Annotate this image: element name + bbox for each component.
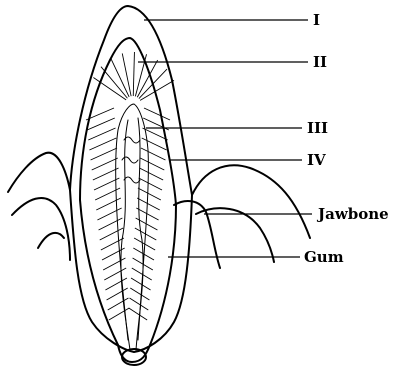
label-gum: Gum <box>304 248 344 266</box>
dentin-hatch-line-4 <box>133 52 134 96</box>
dentin-hatch-line-12 <box>89 138 116 150</box>
dentin-hatch-line-49 <box>130 298 149 310</box>
dentin-hatch-line-15 <box>93 168 119 180</box>
dentin-hatch-line-39 <box>137 198 160 210</box>
dentin-hatch-line-34 <box>141 148 165 160</box>
dentin-hatch-line-30 <box>144 108 170 120</box>
gum-around-root <box>70 190 192 352</box>
dentin-hatch-line-27 <box>107 288 128 300</box>
label-III: III <box>307 119 328 137</box>
dentin-hatch-line-24 <box>103 258 125 270</box>
dentin-hatch-line-10 <box>87 118 115 130</box>
gum-right-inner <box>174 201 220 268</box>
dentin-hatch-line-29 <box>109 308 129 320</box>
dentin-hatch-line-21 <box>100 228 123 240</box>
dentin-hatching <box>86 52 174 320</box>
dentin-hatch-line-7 <box>101 67 127 99</box>
dentin-hatch-line-33 <box>142 138 167 150</box>
dentin-hatch-line-13 <box>91 148 117 160</box>
dentin-hatch-line-28 <box>108 298 129 310</box>
label-IV: IV <box>307 151 326 169</box>
dentin-hatch-line-35 <box>140 158 164 170</box>
dentin-hatch-line-47 <box>131 278 151 290</box>
dentin-hatch-line-37 <box>139 178 162 190</box>
dentin-hatch-line-38 <box>138 188 161 200</box>
dentin-hatch-line-5 <box>122 53 131 96</box>
dentin-hatch-line-19 <box>97 208 121 220</box>
dentin-hatch-line-11 <box>88 128 115 140</box>
label-jawbone: Jawbone <box>316 205 389 223</box>
pulp-nerve-2 <box>136 118 143 350</box>
dentin-hatch-line-14 <box>92 158 118 170</box>
pulp-nerve-1 <box>121 120 130 350</box>
enamel-outline <box>70 6 192 195</box>
jawbone-left <box>38 233 64 248</box>
dentin-hatch-line-25 <box>104 268 126 280</box>
dentin-hatch-line-22 <box>101 238 124 250</box>
gum-left-inner <box>12 198 70 260</box>
gum-left-outline <box>8 153 70 192</box>
dentin-hatch-line-46 <box>132 268 152 280</box>
label-I: I <box>313 11 320 29</box>
dentin-hatch-line-20 <box>99 218 123 230</box>
dentin-hatch-line-26 <box>105 278 127 290</box>
dentin-outline <box>80 38 176 345</box>
dentin-hatch-line-1 <box>139 69 167 99</box>
dentin-hatch-line-50 <box>129 308 147 320</box>
dentin-hatch-line-48 <box>130 288 149 300</box>
dentin-hatch-line-36 <box>139 168 163 180</box>
label-II: II <box>313 53 327 71</box>
